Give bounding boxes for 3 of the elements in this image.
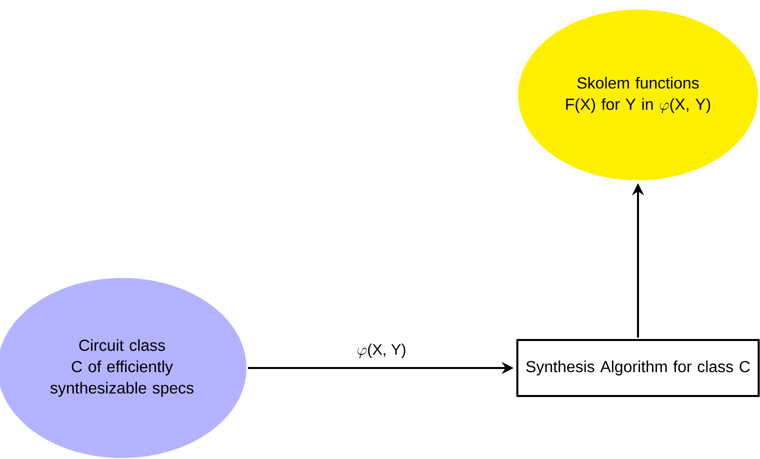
edge-label: φ(X, Y) — [358, 344, 406, 358]
process-box: Synthesis Algorithm for class C — [516, 339, 760, 397]
ellipse-node: Skolem functions F(X) for Y in φ(X, Y) — [518, 10, 758, 180]
